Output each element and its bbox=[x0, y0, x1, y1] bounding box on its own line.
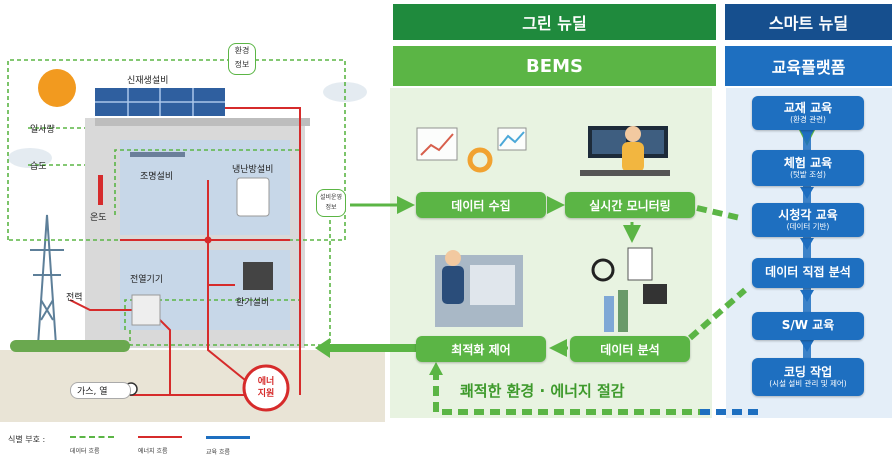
legend-item-education: 교육 흐름 bbox=[206, 430, 266, 458]
energy-support-circle bbox=[242, 364, 290, 412]
legend-item-energy: 에너지 흐름 bbox=[138, 430, 198, 457]
temperature-label: 온도 bbox=[90, 213, 107, 223]
edu-coding-box: 코딩 작업(시설 설비 관리 및 제어) bbox=[752, 358, 864, 396]
chart-icon bbox=[416, 127, 527, 173]
legend: 식별 부호 : 데이터 흐름 에너지 흐름 교육 흐름 bbox=[8, 430, 338, 456]
ventilation-label: 환기설비 bbox=[236, 298, 270, 308]
edu-data-analysis-box: 데이터 직접 분석 bbox=[752, 258, 864, 288]
data-analysis-box: 데이터 분석 bbox=[570, 336, 690, 362]
edu-textbook-box: 교재 교육(환경 관련) bbox=[752, 96, 864, 130]
power-tower-icon bbox=[30, 214, 64, 346]
gas-heat-label: 가스, 열 bbox=[70, 382, 131, 399]
lighting-label: 조명설비 bbox=[140, 172, 174, 182]
thermometer-icon bbox=[98, 175, 103, 205]
bems-header: BEMS bbox=[393, 46, 716, 86]
green-deal-header: 그린 뉴딜 bbox=[393, 4, 716, 40]
legend-item-data: 데이터 흐름 bbox=[70, 430, 130, 457]
monitoring-person-icon bbox=[580, 126, 670, 176]
control-panel-icon bbox=[435, 250, 523, 327]
humidity-label: 습도 bbox=[30, 162, 47, 172]
edu-experience-box: 체험 교육(텃밭 조성) bbox=[752, 150, 864, 186]
lighting-icon bbox=[130, 152, 185, 157]
edu-platform-header: 교육플랫폼 bbox=[725, 46, 892, 86]
edu-software-box: S/W 교육 bbox=[752, 312, 864, 340]
power-label: 전력 bbox=[66, 293, 83, 303]
edu-audiovisual-box: 시청각 교육(데이터 기반) bbox=[752, 203, 864, 237]
realtime-monitoring-box: 실시간 모니터링 bbox=[565, 192, 695, 218]
slogan-text: 쾌적한 환경 · 에너지 절감 bbox=[460, 382, 625, 400]
smart-deal-header: 스마트 뉴딜 bbox=[725, 4, 892, 40]
sun-icon bbox=[38, 69, 76, 107]
renewable-label: 신재생설비 bbox=[127, 76, 169, 86]
heat-exchanger-label: 전열기기 bbox=[130, 275, 164, 285]
ground bbox=[0, 350, 385, 422]
heater-icon bbox=[131, 294, 161, 326]
legend-title: 식별 부호 : bbox=[8, 435, 46, 444]
data-collection-box: 데이터 수집 bbox=[416, 192, 546, 218]
sunlight-label: 일사량 bbox=[30, 125, 55, 135]
solar-panels bbox=[95, 88, 225, 116]
analysis-icon bbox=[591, 247, 667, 332]
hvac-unit-icon bbox=[236, 177, 270, 217]
ventilation-fan-icon bbox=[243, 262, 273, 290]
optimization-control-box: 최적화 제어 bbox=[416, 336, 546, 362]
hvac-label: 냉난방설비 bbox=[232, 165, 274, 175]
